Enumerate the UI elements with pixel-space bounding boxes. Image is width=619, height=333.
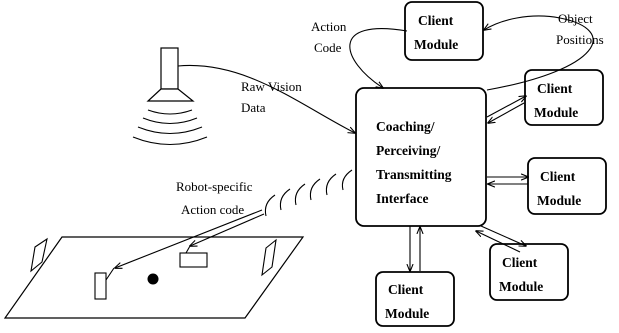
raw-vision-label-2: Data [241,100,266,115]
goal-left [30,237,48,273]
client-module-top-line-2: Module [414,37,458,52]
central-interface-box [355,87,487,227]
client-module-bottom-right-line-1: Client [502,255,538,270]
robot-right [179,252,208,268]
wireless-signal-icon [264,169,353,217]
object-positions-label-1: Object [558,11,593,26]
client-module-right-middle-line-1: Client [540,169,576,184]
robot-left-command-arrow [115,209,263,268]
robot-left-heading [105,267,115,281]
client-module-right-upper-line-1: Client [537,81,573,96]
client-module-bottom-box [375,271,455,327]
client-module-right-upper: Client Module [524,69,604,126]
client-module-bottom-line-2: Module [385,306,429,321]
central-interface-line-3: Transmitting [376,167,452,182]
object-positions-label-2: Positions [556,32,604,47]
client-module-right-middle-box [527,157,607,215]
client-module-bottom-line-1: Client [388,282,424,297]
robot-left [94,272,107,300]
client-module-right-middle: Client Module [527,157,607,215]
module-connectors [349,15,594,271]
action-code-label-1: Action [311,19,347,34]
robot-right-command-arrow [190,213,265,246]
robot-specific-label-2: Action code [181,202,244,217]
central-interface-line-2: Perceiving/ [376,143,440,158]
camera-icon [132,47,208,145]
to-right-upper-arrow [486,96,526,118]
action-code-arrow [349,28,408,88]
central-interface-line-4: Interface [376,191,428,206]
client-module-bottom: Client Module [375,271,455,327]
client-module-bottom-right-line-2: Module [499,279,543,294]
client-module-top: Client Module [404,1,484,61]
ball [147,273,159,285]
to-bottom-right-arrow [480,225,526,246]
robot-right-heading [185,245,191,254]
central-interface: Coaching/ Perceiving/ Transmitting Inter… [355,87,487,227]
central-interface-line-1: Coaching/ [376,119,435,134]
from-right-upper-arrow [488,102,525,123]
object-positions-arrow [484,15,594,91]
robot-specific-label-1: Robot-specific [176,179,253,194]
client-module-bottom-right: Client Module [489,243,569,301]
playing-field [3,236,305,319]
raw-vision-data-arrow [177,64,355,133]
client-module-bottom-right-box [489,243,569,301]
from-bottom-right-arrow [476,231,521,253]
action-code-label-2: Code [314,40,342,55]
client-module-top-line-1: Client [418,13,454,28]
client-module-right-middle-line-2: Module [537,193,581,208]
raw-vision-label-1: Raw Vision [241,79,302,94]
client-module-right-upper-line-2: Module [534,105,578,120]
goal-right [261,238,277,277]
